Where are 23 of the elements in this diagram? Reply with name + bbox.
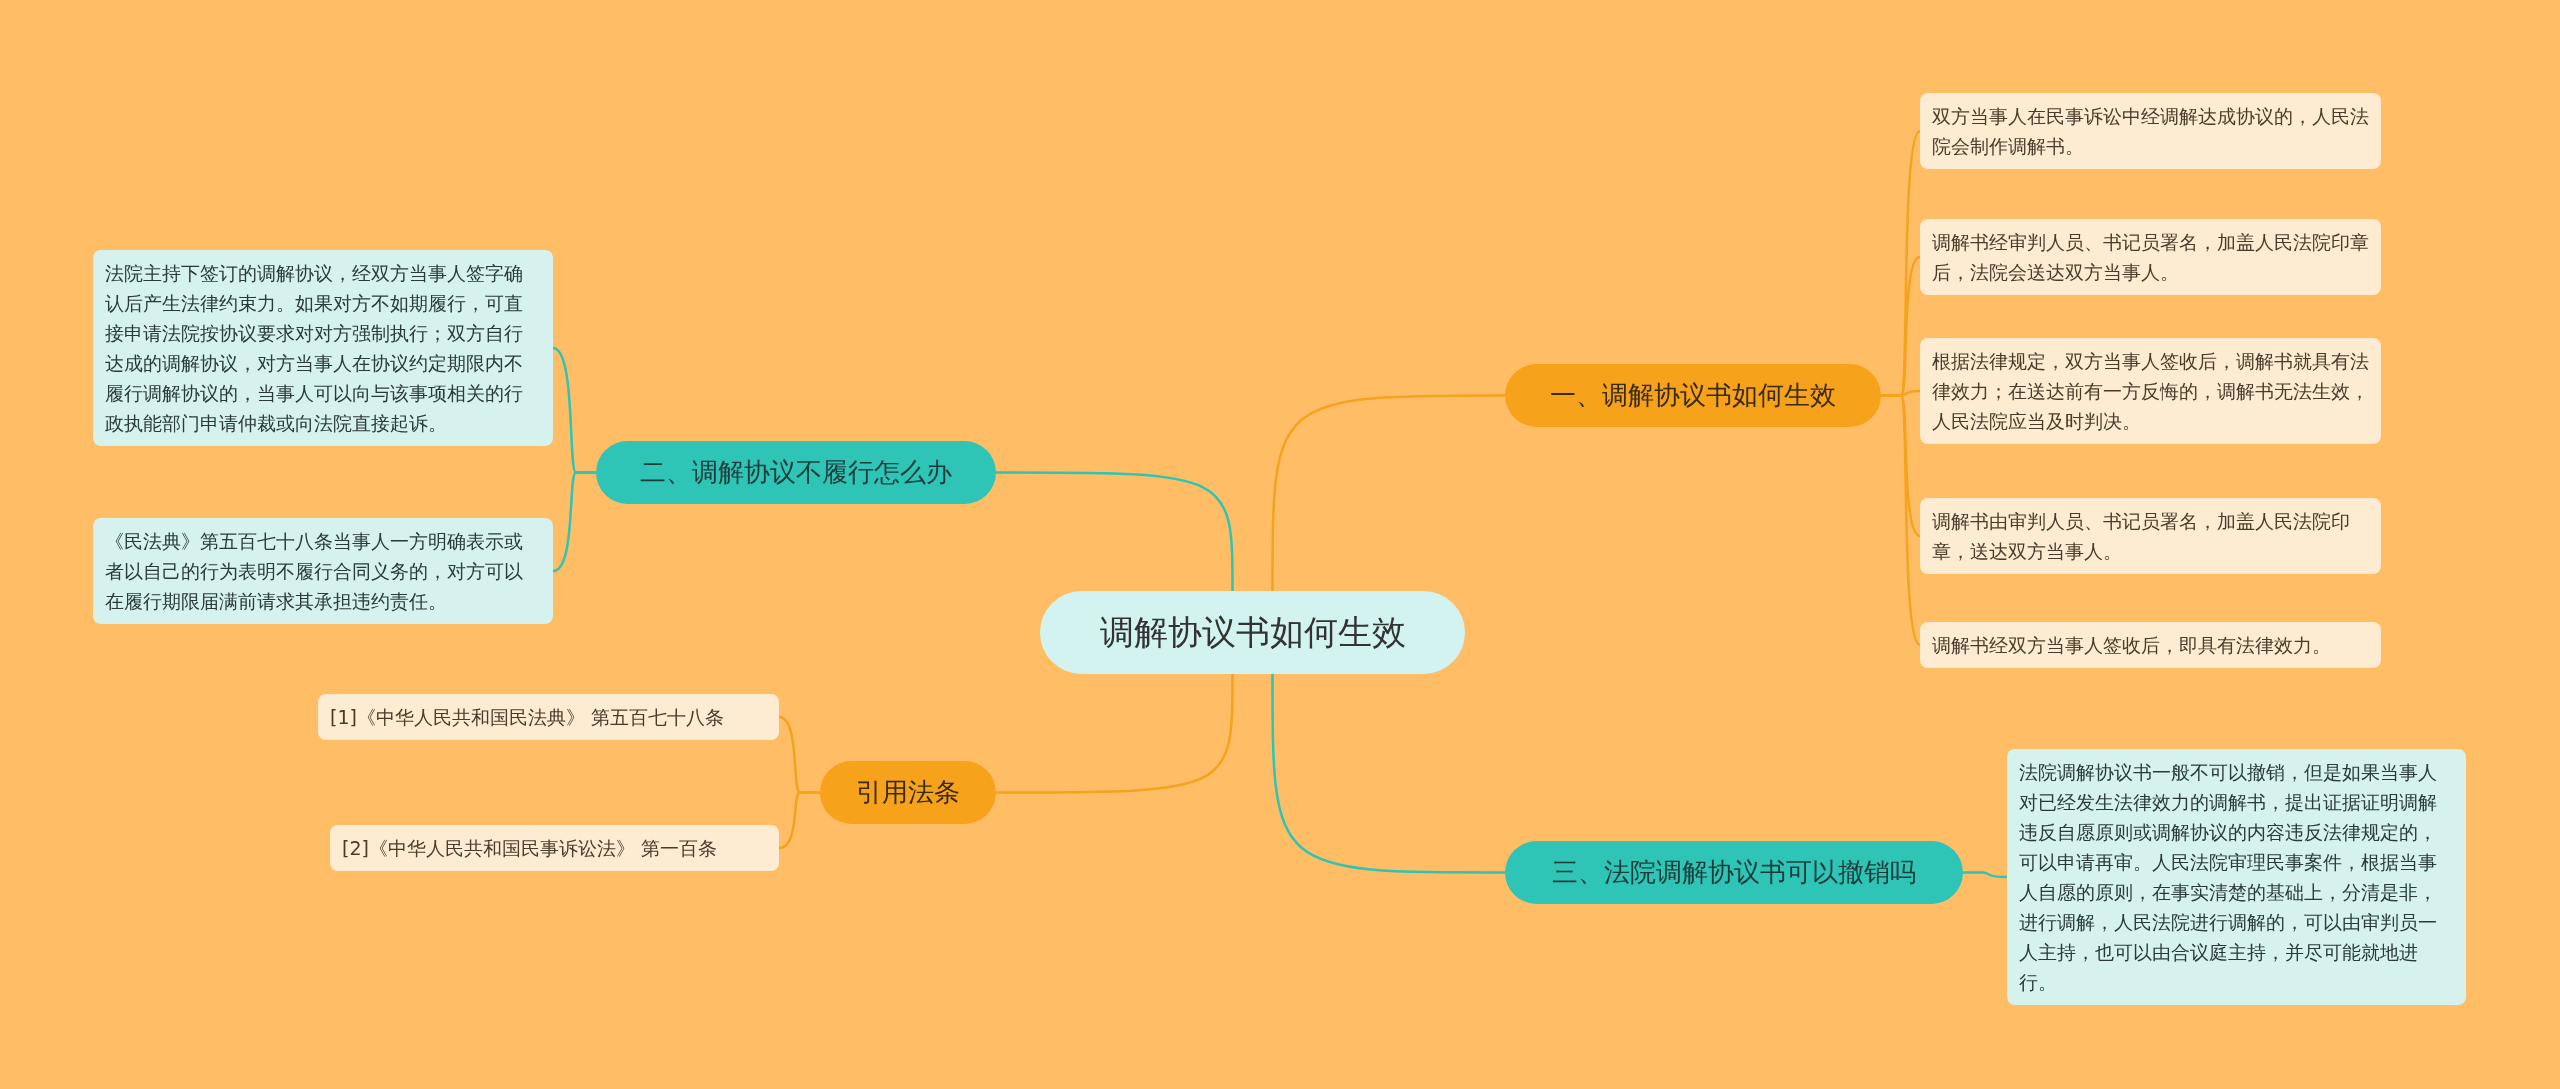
connector-line <box>1963 871 2008 879</box>
leaf-note: [1]《中华人民共和国民法典》 第五百七十八条 <box>318 694 779 740</box>
connector-line <box>778 791 820 850</box>
central-topic: 调解协议书如何生效 <box>1040 591 1465 674</box>
connector-line <box>552 471 596 573</box>
connector-line <box>996 471 1234 591</box>
leaf-note: 调解书经审判人员、书记员署名，加盖人民法院印章后，法院会送达双方当事人。 <box>1920 219 2381 295</box>
leaf-note: 《民法典》第五百七十八条当事人一方明确表示或者以自己的行为表明不履行合同义务的，对方可以在履行期限届满前请求其承担违约责任。 <box>93 518 553 624</box>
connector-line <box>996 674 1234 794</box>
branch-topic: 一、调解协议书如何生效 <box>1505 364 1881 427</box>
leaf-note: [2]《中华人民共和国民事诉讼法》 第一百条 <box>330 825 779 871</box>
branch-topic: 三、法院调解协议书可以撤销吗 <box>1505 841 1963 904</box>
leaf-note: 调解书由审判人员、书记员署名，加盖人民法院印章，送达双方当事人。 <box>1920 498 2381 574</box>
connector-line <box>1271 394 1505 591</box>
leaf-note: 法院调解协议书一般不可以撤销，但是如果当事人对已经发生法律效力的调解书，提出证据证明调解违反自愿原则或调解协议的内容违反法律规定的，可以申请再审。人民法院审理民事案件，根据当事人自愿的原则，在事实清楚的基础上，分清是非，进行调解，人民法院进行调解的，可以由审判员一人主持，也可以由合议庭主持，并尽可能就地进行。 <box>2007 749 2466 1005</box>
branch-topic: 引用法条 <box>820 761 996 824</box>
connector-line <box>1271 674 1505 874</box>
leaf-note: 根据法律规定，双方当事人签收后，调解书就具有法律效力；在送达前有一方反悔的，调解书无法生效，人民法院应当及时判决。 <box>1920 338 2381 444</box>
branch-topic: 二、调解协议不履行怎么办 <box>596 441 996 504</box>
leaf-note: 双方当事人在民事诉讼中经调解达成协议的，人民法院会制作调解书。 <box>1920 93 2381 169</box>
leaf-note: 调解书经双方当事人签收后，即具有法律效力。 <box>1920 622 2381 668</box>
leaf-note: 法院主持下签订的调解协议，经双方当事人签字确认后产生法律约束力。如果对方不如期履行，可直接申请法院按协议要求对对方强制执行；双方自行达成的调解协议，对方当事人在协议约定期限内不履行调解协议的，当事人可以向与该事项相关的行政执能部门申请仲裁或向法院直接起诉。 <box>93 250 553 446</box>
connector-line <box>1881 394 1921 646</box>
